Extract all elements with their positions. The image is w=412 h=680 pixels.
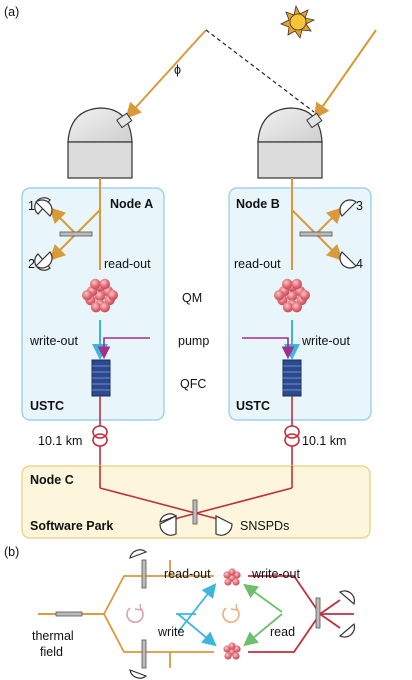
detector-4-label: 4 (356, 257, 363, 271)
node-b-site-label: USTC (236, 399, 270, 413)
node-c-beamsplitter (192, 499, 198, 525)
pump-line-a (97, 337, 150, 360)
snspd-right-icon (215, 515, 233, 536)
sun-icon (280, 4, 316, 39)
thermal-label-line1: thermal (32, 629, 74, 643)
detector-right-bottom-icon (338, 622, 356, 638)
node-a-readout-label: read-out (104, 257, 151, 271)
node-b-readout-label: read-out (234, 257, 281, 271)
right-beamsplitter (315, 597, 321, 629)
fiber-left-label: 10.1 km (38, 434, 82, 448)
atom-dot (282, 278, 293, 290)
atom-dot (107, 290, 119, 301)
atom-dot (232, 652, 240, 660)
wavefront-dashed-line (205, 29, 315, 113)
pump-line-b (242, 337, 295, 360)
phase-label: ϕ (174, 63, 181, 77)
quantum-memory-b-icon (274, 278, 310, 313)
atom-dot (291, 302, 302, 313)
node-a-writeout-label: write-out (29, 334, 78, 348)
panel-b-tag: (b) (4, 545, 19, 559)
node-c-title: Node C (30, 473, 74, 487)
phase-rotation-icon-left (126, 603, 144, 623)
panel-b-writeout-label: write-out (251, 567, 300, 581)
atom-dot (282, 302, 294, 313)
node-c-site-label: Software Park (30, 519, 113, 533)
read-arrow-down (243, 613, 283, 647)
detector-2-icon (35, 251, 53, 269)
detector-1-label: 1 (28, 199, 35, 213)
thermal-beamsplitter (55, 611, 83, 617)
node-a-title: Node A (110, 197, 153, 211)
atom-dot (90, 278, 101, 290)
phase-rotation-icon-right (222, 603, 240, 623)
atom-dot (82, 290, 93, 301)
node-b-optics (291, 178, 343, 270)
panel-b-readout-label: read-out (164, 567, 211, 581)
node-b-writeout-label: write-out (301, 334, 350, 348)
detector-1-icon (35, 199, 53, 217)
memory-top-icon (223, 568, 241, 586)
telescope-b-icon (257, 107, 323, 179)
qfc-label: QFC (180, 377, 206, 391)
pump-label: pump (178, 334, 209, 348)
detector-right-top-icon (338, 590, 356, 606)
detector-3-icon (339, 199, 357, 217)
atom-dot (228, 642, 236, 650)
atom-dot (224, 652, 232, 660)
node-b-title: Node B (236, 197, 280, 211)
snspd-left-icon (159, 513, 178, 536)
telescope-a-icon (67, 107, 133, 179)
atom-dot (228, 568, 236, 576)
detector-2-label: 2 (28, 257, 35, 271)
snspd-label: SNSPDs (240, 519, 289, 533)
bottom-beamsplitter (141, 639, 147, 669)
node-a-site-label: USTC (30, 399, 64, 413)
qfc-b-icon (282, 359, 302, 397)
atom-dot (90, 302, 102, 313)
atom-dot (224, 578, 232, 586)
atom-dot (99, 302, 111, 313)
panel-a-tag: (a) (4, 5, 19, 19)
detector-top-icon (129, 549, 148, 559)
starlight-beam-left (125, 29, 207, 119)
atom-dot (232, 578, 240, 586)
top-beamsplitter (141, 559, 147, 589)
atom-dot (274, 290, 285, 301)
qfc-a-icon (91, 359, 111, 397)
atom-dot (94, 290, 106, 302)
detector-4-icon (339, 251, 357, 269)
thermal-label-line2: field (40, 645, 63, 659)
detector-3-label: 3 (356, 199, 363, 213)
read-arrow-up (243, 583, 283, 613)
detector-bottom-icon (129, 669, 148, 679)
write-arrow-down (177, 613, 217, 647)
panel-b-read-label: read (270, 625, 295, 639)
qm-label: QM (182, 291, 202, 305)
write-arrow-up (177, 583, 217, 633)
fiber-right-label: 10.1 km (302, 434, 346, 448)
atom-dot (286, 290, 298, 302)
panel-b-write-label: write (157, 625, 184, 639)
atom-dot (299, 290, 310, 301)
memory-bottom-icon (223, 642, 241, 660)
starlight-beam-right (313, 29, 377, 120)
atom-dot (291, 278, 302, 290)
atom-dot (99, 278, 111, 290)
quantum-memory-a-icon (82, 278, 119, 313)
